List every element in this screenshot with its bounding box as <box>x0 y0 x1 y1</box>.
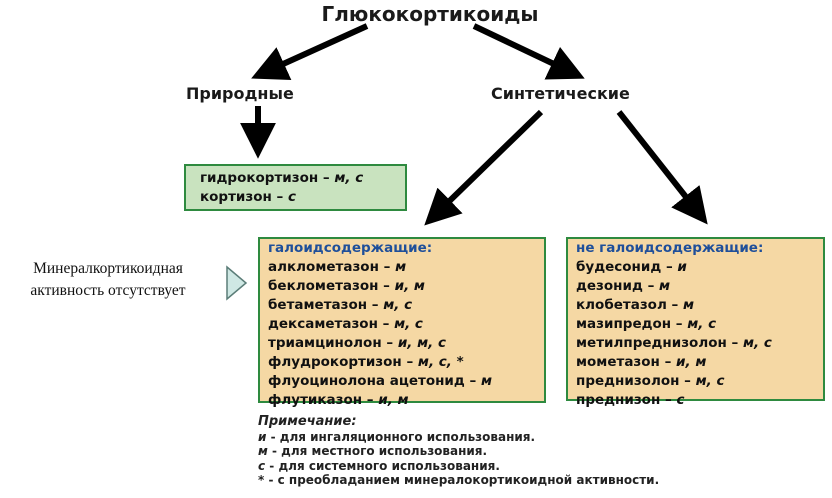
drug-name: триамцинолон <box>268 335 382 351</box>
non-halogenated-box-title: не галоидсодержащие: <box>576 240 764 256</box>
arrow-to-synthetic <box>472 23 585 80</box>
usage-code: м <box>683 297 695 313</box>
non-halogenated-item: дезонид – м <box>576 278 671 294</box>
drug-name: алклометазон <box>268 259 379 275</box>
side-note-line-2: активность отсутствует <box>30 282 186 299</box>
non-halogenated-box: не галоидсодержащие: будесонид – и дезон… <box>566 237 825 408</box>
usage-code: м <box>659 278 671 294</box>
arrow-to-non-halogenated <box>616 110 708 225</box>
usage-code: с <box>288 189 297 205</box>
legend-key: * <box>258 473 265 487</box>
drug-name: гидрокортизон <box>200 170 319 186</box>
arrow-to-halogenated <box>424 109 544 226</box>
legend-text: - для местного использования. <box>267 444 488 458</box>
drug-name: мазипредон <box>576 316 672 332</box>
usage-code: м <box>395 259 407 275</box>
halogenated-box: галоидсодержащие: алклометазон – м бекло… <box>258 237 546 408</box>
natural-item: кортизон – с <box>200 189 297 205</box>
legend-text: - с преобладанием минералокортикоидной а… <box>264 473 660 487</box>
non-halogenated-item: метилпреднизолон – м, с <box>576 335 772 351</box>
halogenated-item: флуоцинолона ацетонид – м <box>268 373 492 389</box>
usage-code: и, м <box>676 354 707 370</box>
usage-code: и, м <box>378 392 409 408</box>
legend-key: м <box>258 444 268 458</box>
drug-name: бетаметазон <box>268 297 368 313</box>
natural-item: гидрокортизон – м, с <box>200 170 364 186</box>
drug-name: беклометазон <box>268 278 379 294</box>
drug-name: будесонид <box>576 259 662 275</box>
drug-name: кортизон <box>200 189 272 205</box>
halogenated-item: флутиказон – и, м <box>268 392 409 408</box>
pointer-arrow-icon <box>226 265 248 301</box>
halogenated-item: алклометазон – м <box>268 259 407 275</box>
non-halogenated-item: будесонид – и <box>576 259 687 275</box>
drug-name: мометазон <box>576 354 660 370</box>
usage-code: м, с <box>394 316 423 332</box>
legend-text: - для системного использования. <box>265 458 500 473</box>
usage-code: м, с <box>383 297 413 313</box>
usage-code: м, с <box>742 335 772 351</box>
halogenated-item: флудрокортизон – м, с, * <box>268 354 464 370</box>
halogenated-box-title: галоидсодержащие: <box>268 240 433 256</box>
drug-name: дексаметазон <box>268 316 378 332</box>
legend-note-title: Примечание: <box>258 414 357 429</box>
drug-name: флудрокортизон <box>268 354 402 370</box>
usage-code: и <box>677 259 687 275</box>
usage-code: и, м <box>394 278 425 294</box>
legend-row: и - для ингаляционного использования. <box>258 430 659 445</box>
usage-code: м, с <box>687 316 717 332</box>
usage-code: м, с <box>334 170 364 186</box>
synthetic-branch-label: Синтетические <box>491 84 630 103</box>
drug-name: дезонид <box>576 278 643 294</box>
legend-key: с <box>258 458 266 473</box>
legend-key: и <box>258 429 267 444</box>
non-halogenated-item: мазипредон – м, с <box>576 316 717 332</box>
legend-row: м - для местного использования. <box>258 444 659 459</box>
halogenated-item: бетаметазон – м, с <box>268 297 413 313</box>
halogenated-item: дексаметазон – м, с <box>268 316 423 332</box>
natural-box: гидрокортизон – м, с кортизон – с <box>184 164 407 211</box>
legend-note: Примечание: и - для ингаляционного испол… <box>258 414 659 488</box>
drug-name: флуоцинолона ацетонид <box>268 373 465 389</box>
drug-name: преднизолон <box>576 373 680 389</box>
side-note-line-1: Минералкортикоидная <box>33 260 183 277</box>
non-halogenated-item: преднизолон – м, с <box>576 373 725 389</box>
drug-name: преднизон <box>576 392 661 408</box>
non-halogenated-item: клобетазол – м <box>576 297 695 313</box>
usage-code: с <box>676 392 685 408</box>
drug-name: флутиказон <box>268 392 363 408</box>
legend-row: * - с преобладанием минералокортикоидной… <box>258 473 659 488</box>
legend-text: - для ингаляционного использования. <box>266 429 536 444</box>
drug-name: метилпреднизолон <box>576 335 727 351</box>
diagram-title: Глюкокортикоиды <box>321 2 539 26</box>
usage-code: м, с, * <box>417 354 464 370</box>
natural-branch-label: Природные <box>186 84 294 103</box>
halogenated-item: триамцинолон – и, м, с <box>268 335 446 351</box>
halogenated-item: беклометазон – и, м <box>268 278 425 294</box>
drug-name: клобетазол <box>576 297 667 313</box>
usage-code: м <box>480 373 492 389</box>
arrow-to-natural <box>251 23 369 81</box>
usage-code: м, с <box>695 373 725 389</box>
non-halogenated-item: преднизон – с <box>576 392 685 408</box>
non-halogenated-item: мометазон – и, м <box>576 354 707 370</box>
usage-code: и, м, с <box>397 335 446 351</box>
legend-row: с - для системного использования. <box>258 459 659 474</box>
mineralocorticoid-side-note: Минералкортикоидная активность отсутству… <box>4 258 212 302</box>
